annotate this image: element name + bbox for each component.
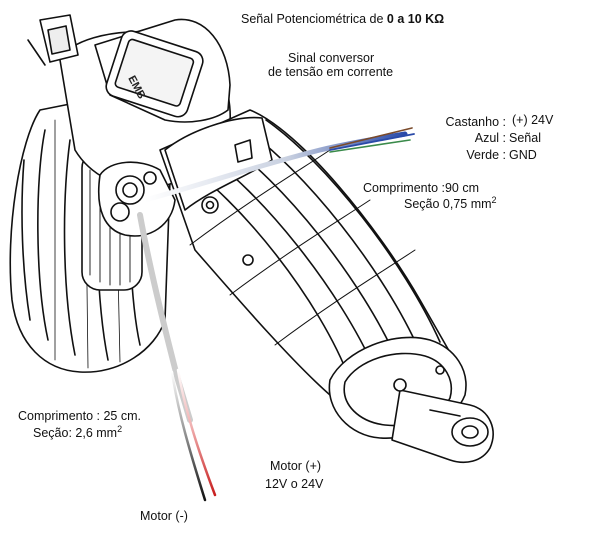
motor-plus-line2: 12V o 24V — [265, 477, 324, 491]
converter-label-2: de tensão em corrente — [268, 65, 393, 80]
signal-section-exp: 2 — [491, 194, 497, 205]
signal-section-text: Seção 0,75 mm — [404, 197, 492, 211]
brown-wire-name: Castanho : — [445, 115, 506, 129]
blue-wire-name: Azul : — [474, 131, 506, 145]
converter-line1: Sinal conversor — [288, 51, 375, 65]
power-cable — [137, 212, 217, 502]
signal-cable — [142, 127, 415, 203]
title-prefix: Señal Potenciométrica de — [241, 12, 387, 26]
motor-minus-label: Motor (-) — [140, 509, 188, 523]
cable-junction — [98, 161, 176, 237]
green-wire-value: GND — [509, 148, 537, 162]
power-length-label: Comprimento : 25 cm. — [18, 409, 141, 423]
blue-wire-value: Señal — [509, 131, 541, 145]
motor-plus-line1: Motor (+) — [270, 459, 322, 473]
signal-length-label: Comprimento :90 cm — [363, 181, 480, 195]
green-wire-name: Verde : — [466, 148, 506, 162]
power-section-exp: 2 — [117, 423, 123, 434]
converter-line2: de tensão em corrente — [268, 65, 394, 79]
title-range: 0 a 10 — [386, 12, 426, 26]
power-section-text: Seção: 2,6 mm — [33, 426, 118, 440]
converter-label: Sinal conversor — [288, 51, 374, 66]
title-label: Señal Potenciométrica de 0 a 10 KΩ — [241, 12, 444, 27]
title-unit: KΩ — [425, 12, 445, 26]
signal-section-label: Seção 0,75 mm2 — [404, 194, 497, 212]
power-section-label: Seção: 2,6 mm2 — [33, 423, 123, 441]
brown-wire-value: (+) 24V — [512, 113, 554, 127]
rod-end — [328, 336, 494, 464]
